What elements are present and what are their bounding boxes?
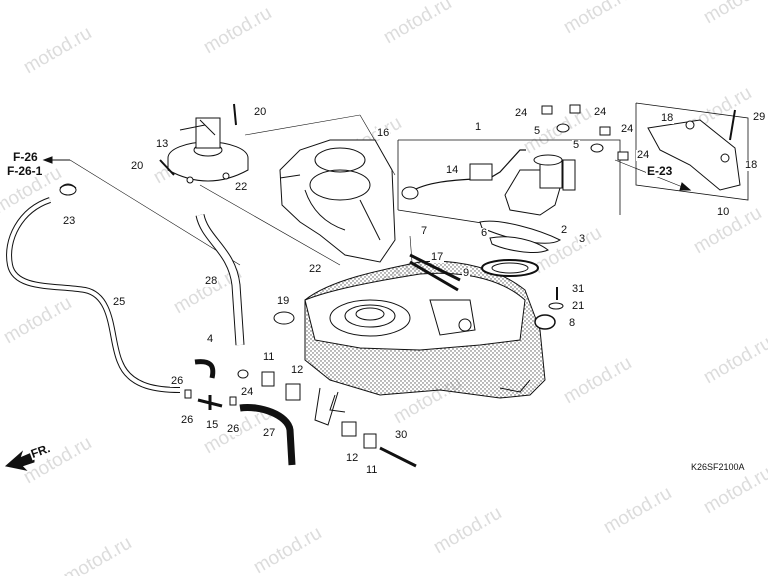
callout-c10: 10 (716, 206, 731, 218)
callout-c24a: 24 (514, 107, 529, 119)
callout-c3: 3 (578, 233, 587, 245)
filler-cap-13 (167, 117, 249, 184)
callout-c27: 27 (262, 427, 277, 439)
gasket-2 (479, 220, 561, 244)
callout-c22b: 22 (308, 263, 323, 275)
bracket-10 (647, 119, 741, 191)
fuel-pump-14 (401, 149, 576, 216)
callout-c26c: 26 (226, 423, 241, 435)
callout-c30: 30 (394, 429, 409, 441)
callout-c14: 14 (445, 164, 460, 176)
callout-c9: 9 (462, 267, 471, 279)
ring-9 (481, 259, 539, 277)
callout-c12a: 12 (290, 364, 305, 376)
hose-clamp-23 (59, 183, 77, 196)
callout-c28: 28 (204, 275, 219, 287)
callout-c18b: 18 (744, 159, 759, 171)
callout-c5b: 5 (572, 139, 581, 151)
fuel-tank (304, 260, 546, 426)
callout-c1: 1 (474, 121, 483, 133)
callout-c11b: 11 (365, 464, 379, 476)
callout-c15: 15 (205, 419, 220, 431)
callout-c24e: 24 (240, 386, 255, 398)
callout-c20b: 20 (130, 160, 145, 172)
callout-c12b: 12 (345, 452, 360, 464)
callout-c18a: 18 (660, 112, 675, 124)
drawing-code: K26SF2100A (690, 462, 746, 473)
callout-c2: 2 (560, 224, 569, 236)
callout-c24d: 24 (636, 149, 651, 161)
callout-c7: 7 (420, 225, 429, 237)
ref-label-f26: F-26 (12, 150, 39, 164)
callout-c13: 13 (155, 138, 170, 150)
callout-c31: 31 (571, 283, 586, 295)
reference-arrow-f26 (42, 156, 70, 164)
callout-c21: 21 (571, 300, 586, 312)
washer-19 (273, 311, 295, 325)
ref-label-f26-1: F-26-1 (6, 164, 44, 178)
joint-15 (197, 395, 223, 410)
callout-c22a: 22 (234, 181, 249, 193)
gasket-6 (489, 236, 549, 253)
callout-c16: 16 (376, 127, 391, 139)
callout-c23: 23 (62, 215, 77, 227)
direction-label: FR. (28, 441, 53, 461)
callout-c25: 25 (112, 296, 127, 308)
callout-c29: 29 (752, 111, 767, 123)
callout-c24c: 24 (620, 123, 635, 135)
callout-c11a: 11 (262, 351, 276, 363)
callout-c6: 6 (480, 227, 489, 239)
callout-c4: 4 (206, 333, 215, 345)
callout-c24b: 24 (593, 106, 608, 118)
breather-hose-28 (195, 213, 245, 346)
callout-c8: 8 (568, 317, 577, 329)
ref-label-e23: E-23 (646, 164, 674, 178)
callout-c19: 19 (276, 295, 291, 307)
cap-8 (534, 314, 556, 330)
callout-c5a: 5 (533, 125, 542, 137)
hose-4 (194, 359, 216, 379)
tank-cover-16 (279, 139, 396, 263)
callout-c17: 17 (430, 251, 445, 263)
callout-c26a: 26 (170, 375, 185, 387)
hose-27 (239, 403, 296, 466)
callout-c20a: 20 (253, 106, 268, 118)
drain-hose-25 (6, 197, 181, 393)
callout-c26b: 26 (180, 414, 195, 426)
